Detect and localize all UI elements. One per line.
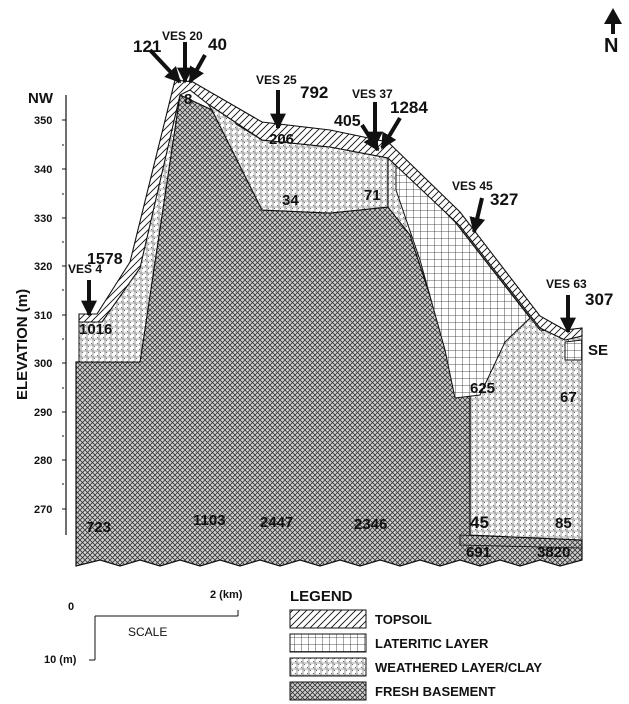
res-v4-mid: 1016 (79, 321, 112, 338)
ves63-label: VES 63 (546, 277, 587, 291)
tick-330: 330 (34, 213, 52, 225)
res-basement-2: 1103 (193, 512, 226, 529)
legend-swatch-topsoil (289, 609, 367, 629)
scale-bar (89, 610, 239, 661)
tick-280: 280 (34, 455, 52, 467)
res-v37-left: 405 (334, 113, 361, 130)
res-basement-5: 45 (470, 513, 489, 532)
axis-title: ELEVATION (m) (14, 289, 31, 400)
se-label: SE (588, 342, 608, 359)
res-v37-base: 71 (364, 187, 381, 204)
res-basement-3: 2447 (260, 514, 293, 531)
lateritic-layer-v63 (564, 339, 583, 361)
scale-vertical: 10 (m) (44, 654, 77, 666)
res-trough: 34 (282, 192, 299, 209)
res-basement-6: 85 (555, 515, 572, 532)
tick-320: 320 (34, 261, 52, 273)
legend-swatch-basement (289, 681, 367, 701)
north-label: N (604, 35, 618, 57)
ves20-arrow-right (188, 54, 207, 84)
res-v25-mid: 206 (269, 131, 294, 148)
res-basement-4: 2346 (354, 516, 387, 533)
ves4-label: VES 4 (68, 262, 102, 276)
scale-horizontal: 2 (km) (210, 589, 243, 601)
tick-270: 270 (34, 504, 52, 516)
res-v63-mid: 67 (560, 389, 577, 406)
legend-swatch-lateritic (289, 633, 367, 653)
scale-title: SCALE (128, 625, 167, 639)
legend-label-topsoil: TOPSOIL (375, 612, 432, 627)
ves37-label: VES 37 (352, 87, 393, 101)
legend-swatch-weathered (289, 657, 367, 677)
tick-340: 340 (34, 164, 52, 176)
res-v20-right: 40 (208, 35, 227, 54)
ves45-label: VES 45 (452, 179, 493, 193)
deep-basement-strip (459, 534, 583, 549)
elevation-axis (62, 95, 67, 535)
res-v45-base: 625 (470, 380, 495, 397)
legend-label-weathered: WEATHERED LAYER/CLAY (375, 660, 542, 675)
res-v25-top: 792 (300, 83, 328, 102)
res-v4-top: 1578 (87, 251, 123, 268)
res-v20-base: 8 (184, 91, 192, 108)
ves20-label: VES 20 (162, 29, 203, 43)
res-v37-right: 1284 (390, 98, 428, 117)
legend-title: LEGEND (290, 588, 353, 605)
ves45-arrow (469, 197, 486, 234)
scale-origin: 0 (68, 601, 74, 613)
res-basement-8: 3820 (537, 544, 570, 561)
north-arrow-icon (604, 8, 622, 34)
res-v20-left: 121 (133, 37, 161, 56)
topsoil-layer (78, 79, 583, 341)
res-v45-top: 327 (490, 190, 518, 209)
res-v63-top: 307 (585, 290, 613, 309)
legend-label-basement: FRESH BASEMENT (375, 684, 496, 699)
ves25-label: VES 25 (256, 73, 297, 87)
legend-label-lateritic: LATERITIC LAYER (375, 636, 489, 651)
tick-300: 300 (34, 358, 52, 370)
tick-310: 310 (34, 310, 52, 322)
tick-350: 350 (34, 115, 52, 127)
lateritic-layer-v45 (395, 160, 531, 399)
ves20-arrow-left (148, 48, 182, 84)
tick-290: 290 (34, 407, 52, 419)
ves37-arrow-right (380, 116, 402, 150)
res-basement-7: 691 (466, 544, 491, 561)
nw-label: NW (28, 90, 54, 107)
res-basement-1: 723 (86, 519, 111, 536)
